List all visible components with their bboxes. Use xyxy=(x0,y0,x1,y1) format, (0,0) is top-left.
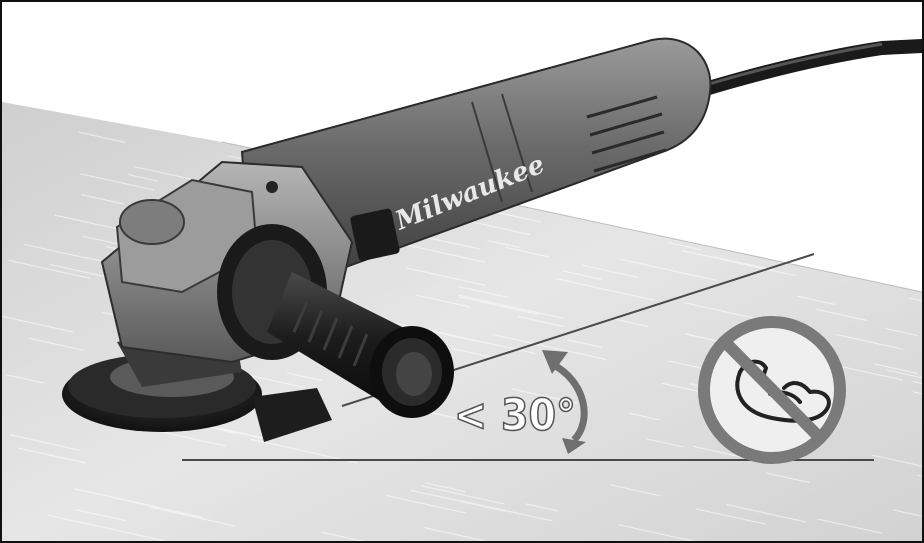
curved-arrow-icon xyxy=(542,350,588,454)
surface-streak xyxy=(646,438,685,448)
surface-streak xyxy=(892,509,922,535)
surface-streak xyxy=(886,369,922,384)
surface-streak xyxy=(148,506,235,527)
surface-streak xyxy=(8,259,92,280)
surface-streak xyxy=(5,374,45,384)
surface-streak xyxy=(416,294,471,308)
surface-streak xyxy=(817,518,883,534)
surface-streak xyxy=(459,296,539,316)
surface-streak xyxy=(9,434,81,451)
surface-streak xyxy=(78,131,126,143)
surface-streak xyxy=(695,508,767,525)
surface-streak xyxy=(406,267,486,286)
surface-streak xyxy=(262,102,334,119)
surface-streak xyxy=(320,531,425,541)
surface-streak xyxy=(250,438,359,464)
surface-streak xyxy=(306,113,342,123)
surface-streak xyxy=(668,242,702,251)
surface-streak xyxy=(681,250,796,277)
surface-streak xyxy=(226,123,289,139)
surface-streak xyxy=(556,278,656,301)
surface-streak xyxy=(80,173,154,191)
surface-streak xyxy=(505,246,550,258)
surface-streak xyxy=(835,333,904,350)
surface-streak xyxy=(425,482,466,493)
surface-streak xyxy=(458,285,510,299)
surface-streak xyxy=(17,447,87,464)
surface-streak xyxy=(826,217,859,227)
surface-streak xyxy=(286,372,323,382)
surface-streak xyxy=(526,503,559,512)
power-cord xyxy=(695,39,922,97)
surface-streak xyxy=(712,256,775,271)
surface-streak xyxy=(28,337,84,351)
surface-streak xyxy=(726,503,806,523)
surface-streak xyxy=(421,485,505,505)
angle-label: < 30° xyxy=(454,390,576,441)
prohibition-sign-icon xyxy=(698,316,846,464)
surface-streak xyxy=(134,166,195,181)
surface-streak xyxy=(880,244,922,261)
surface-streak xyxy=(155,102,262,128)
surface-streak xyxy=(2,315,74,333)
surface-streak xyxy=(684,302,765,321)
surface-streak xyxy=(819,252,872,266)
surface-streak xyxy=(874,363,918,375)
surface-streak xyxy=(453,348,494,359)
surface-streak xyxy=(81,194,124,205)
surface-streak xyxy=(620,258,717,282)
surface-streak xyxy=(765,175,800,185)
surface-streak xyxy=(815,308,867,321)
surface-streak xyxy=(457,294,564,319)
surface-streak xyxy=(75,508,127,522)
surface-streak xyxy=(698,130,765,147)
surface-streak xyxy=(385,494,468,514)
surface-streak xyxy=(423,526,534,541)
surface-streak xyxy=(410,489,506,512)
surface-streak xyxy=(609,484,661,497)
surface-streak xyxy=(487,239,520,249)
surface-streak xyxy=(581,264,640,279)
surface-streak xyxy=(127,173,158,182)
surface-streak xyxy=(872,454,922,471)
surface-streak xyxy=(112,496,203,518)
surface-streak xyxy=(796,295,835,306)
surface-streak xyxy=(624,175,673,188)
surface-streak xyxy=(47,514,166,541)
surface-streak xyxy=(908,297,922,310)
angle-grinder: Milwaukee xyxy=(62,37,712,442)
surface-streak xyxy=(765,179,827,195)
surface-streak xyxy=(512,388,578,404)
surface-streak xyxy=(836,365,903,381)
surface-streak xyxy=(563,270,602,280)
side-handle xyxy=(217,224,454,418)
surface-streak xyxy=(680,218,797,246)
surface-streak xyxy=(628,412,661,421)
surface-streak xyxy=(566,339,602,348)
surface-streak xyxy=(766,472,810,484)
surface-streak xyxy=(24,243,87,259)
surface-streak xyxy=(913,391,922,403)
surface-streak xyxy=(671,146,743,164)
surface-streak xyxy=(517,315,564,328)
surface-streak xyxy=(609,317,649,328)
surface-streak xyxy=(491,333,607,361)
surface-streak xyxy=(830,147,897,164)
surface-streak xyxy=(618,524,728,541)
surface-streak xyxy=(884,327,919,337)
